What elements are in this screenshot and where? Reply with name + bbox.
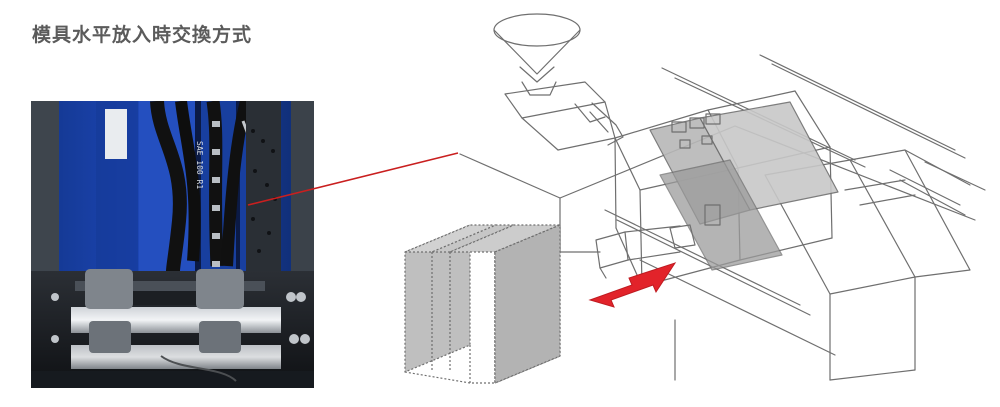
svg-text:SAE 100 R1: SAE 100 R1 (195, 141, 204, 189)
mold-change-photo: 4A 2321 PSI SAE 100 R1 (31, 101, 314, 388)
photo-svg: 4A 2321 PSI SAE 100 R1 (31, 101, 314, 388)
double-arrow-icon (588, 262, 677, 308)
page-title: 模具水平放入時交換方式 (32, 24, 253, 46)
